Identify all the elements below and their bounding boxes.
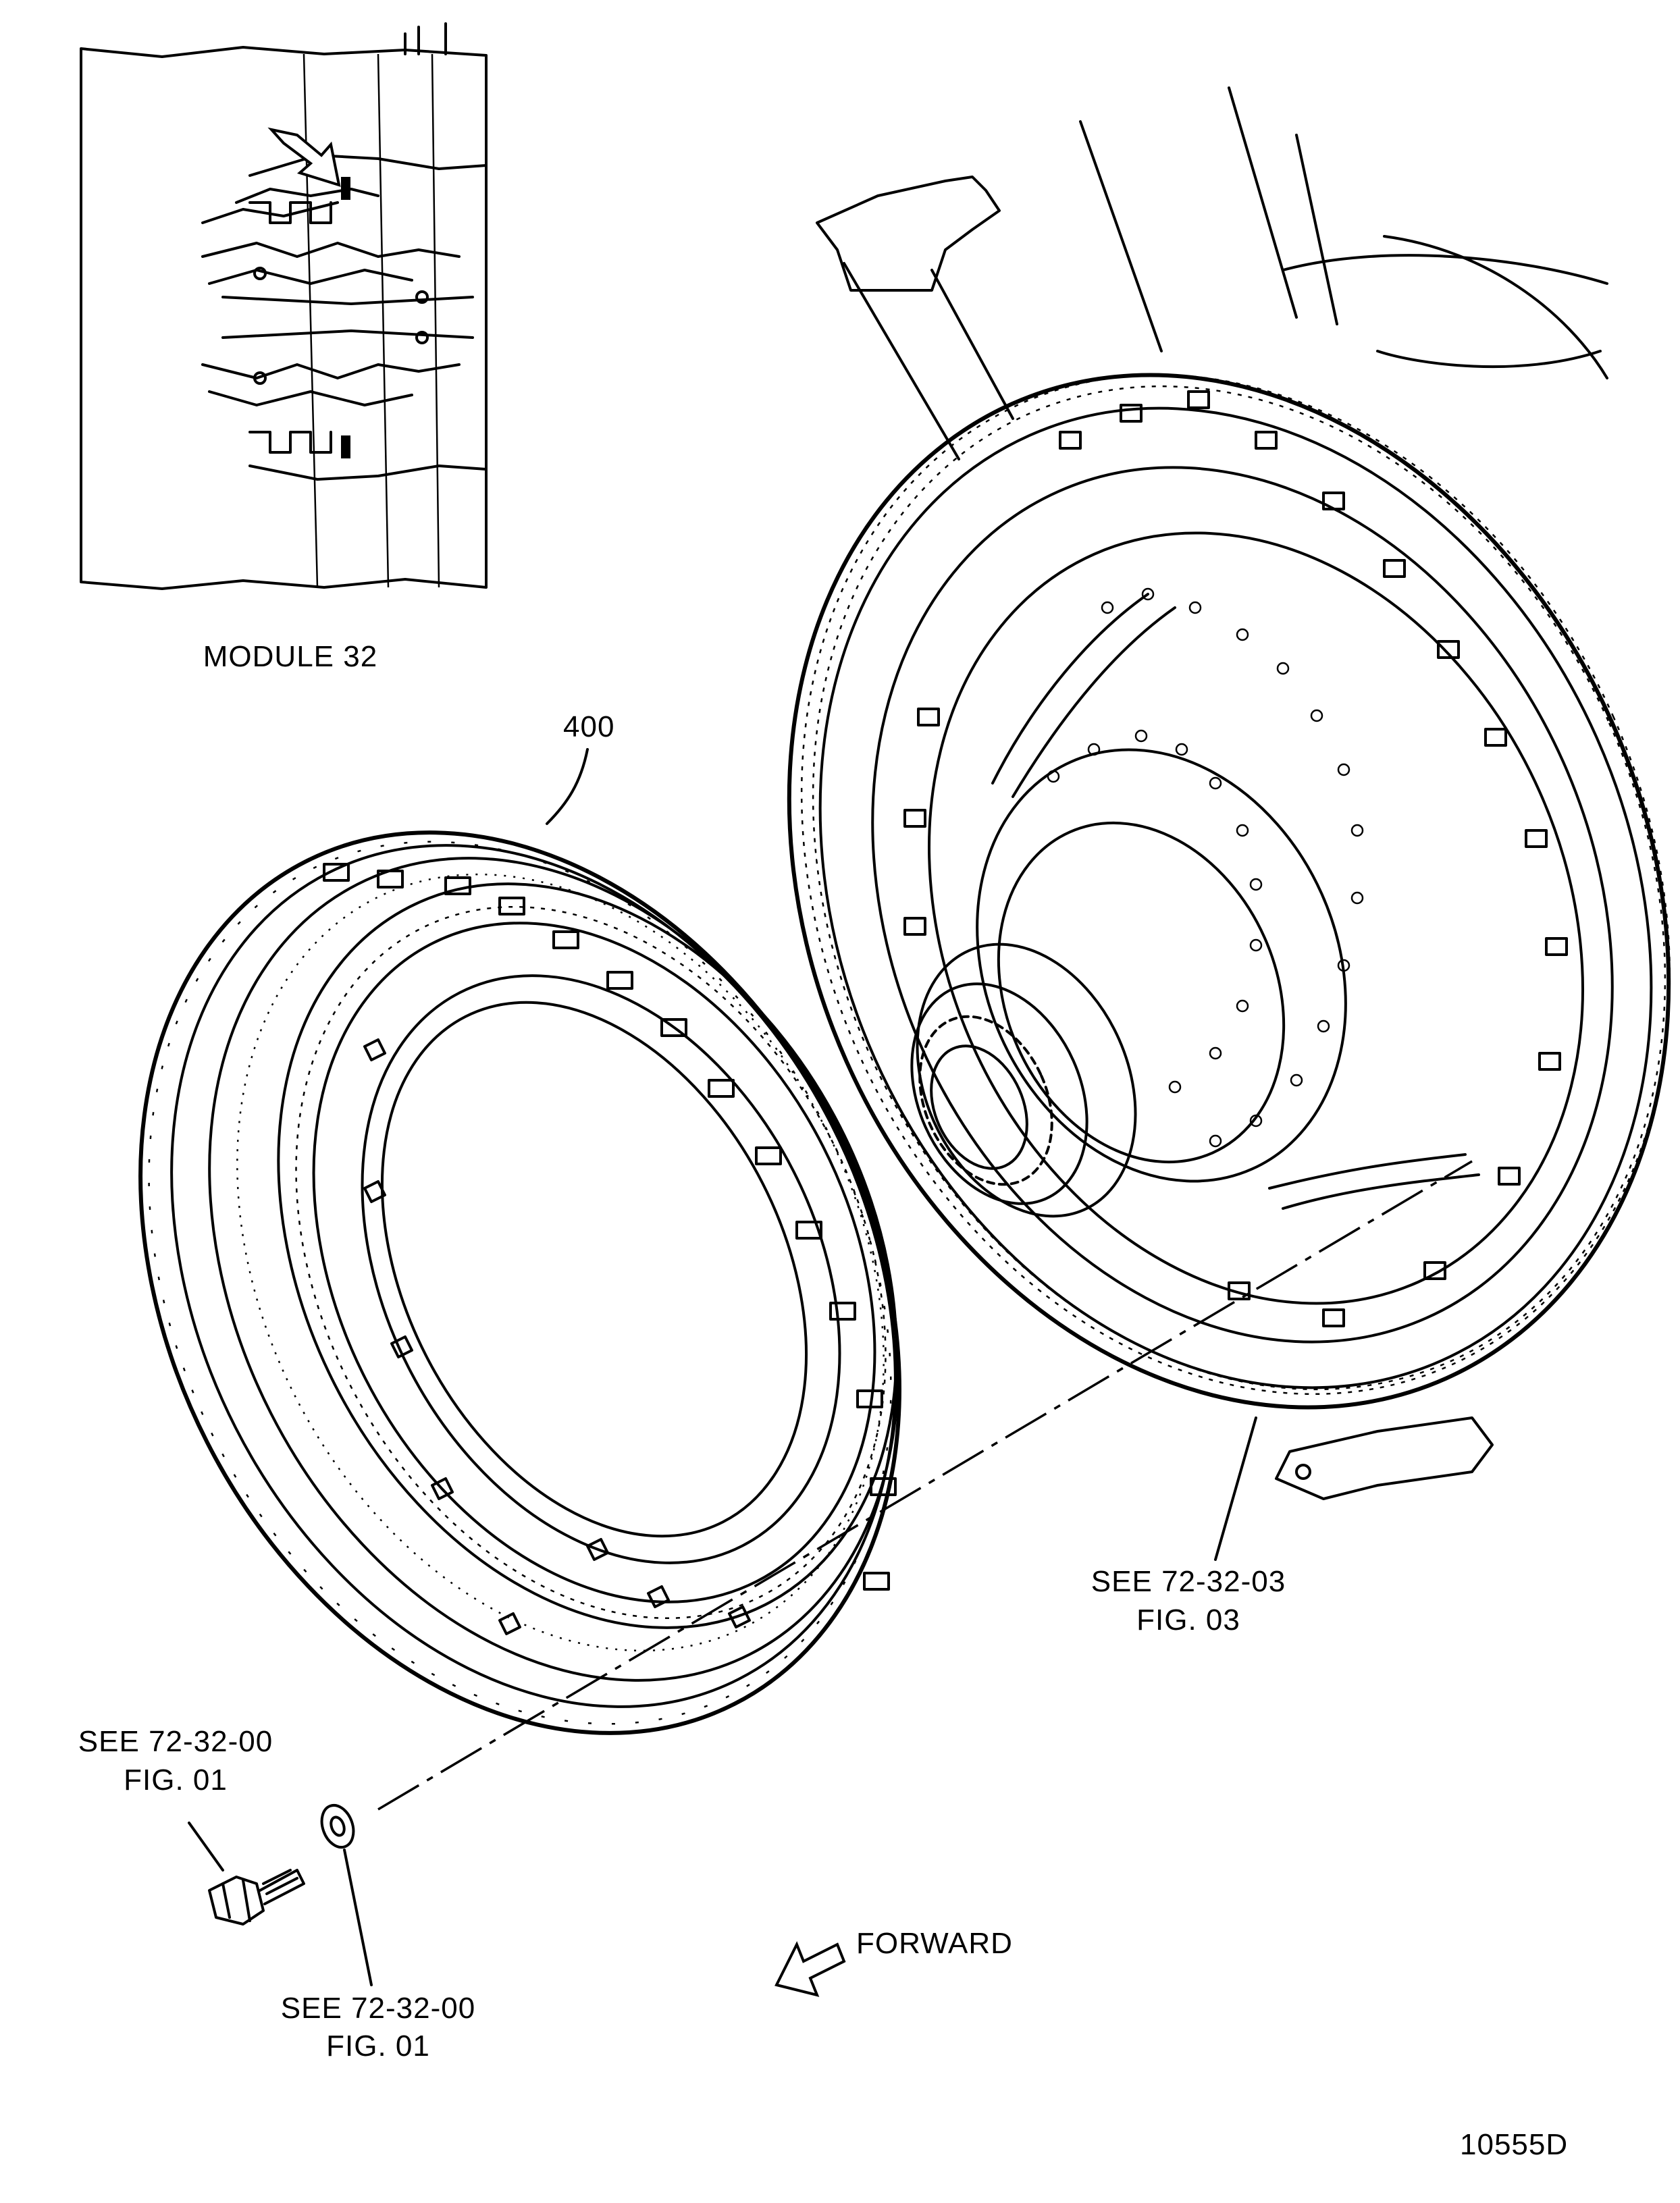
drawing-number: 10555D: [1460, 2128, 1569, 2161]
see-bolt-line1: SEE 72-32-00: [78, 1725, 273, 1758]
leader-400: [546, 748, 589, 825]
location-arrow-icon: [267, 127, 341, 187]
forward-label: FORWARD: [856, 1927, 1013, 1960]
hex-bolt-icon: [208, 1869, 305, 1926]
forward-arrow-icon: [775, 1941, 846, 1997]
item-400-label: 400: [563, 710, 615, 743]
leader-washer: [343, 1849, 373, 1986]
see-washer-line1: SEE 72-32-00: [280, 1992, 476, 2025]
leader-fig03: [1214, 1416, 1257, 1561]
inset-caption: MODULE 32: [203, 640, 378, 673]
see-washer-line2: FIG. 01: [326, 2029, 430, 2063]
washer-icon: [320, 1804, 355, 1849]
see-fig03-line1: SEE 72-32-03: [1091, 1565, 1286, 1598]
leader-bolt: [188, 1822, 224, 1872]
ring-item-400: [138, 830, 901, 1735]
mating-assembly: [787, 86, 1671, 1500]
module-32-inset: [80, 22, 488, 590]
see-fig03-line2: FIG. 03: [1136, 1603, 1240, 1637]
see-bolt-line2: FIG. 01: [124, 1763, 228, 1797]
assembly-centerline: [377, 1160, 1473, 1811]
